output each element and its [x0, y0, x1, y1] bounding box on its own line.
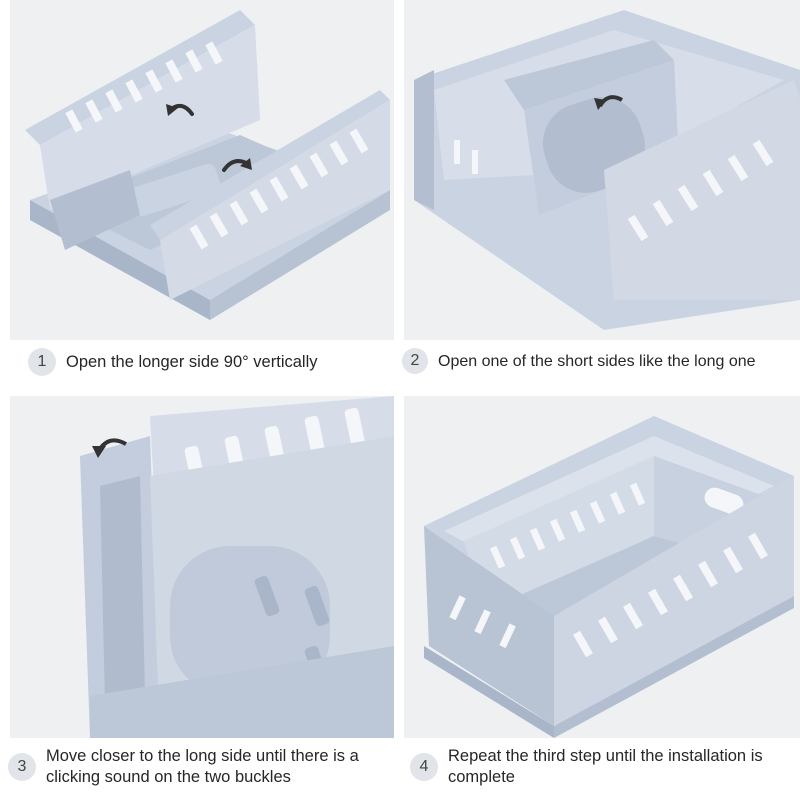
step-4-image: [404, 396, 800, 738]
step-3-image: [10, 396, 394, 738]
step-number-badge: 4: [410, 753, 438, 781]
step-2-caption: 2 Open one of the short sides like the l…: [402, 348, 800, 374]
step-number-badge: 2: [402, 348, 428, 374]
step-4-caption: 4 Repeat the third step until the instal…: [410, 746, 800, 788]
crate-short-side-opening: [404, 0, 800, 340]
step-1-image: [10, 0, 394, 340]
step-number-badge: 3: [8, 753, 36, 781]
step-text: Open one of the short sides like the lon…: [438, 352, 756, 370]
step-1-caption: 1 Open the longer side 90° vertically: [28, 348, 388, 376]
step-2-image: [404, 0, 800, 340]
step-text: Move closer to the long side until there…: [46, 747, 359, 786]
step-3-caption: 3 Move closer to the long side until the…: [8, 746, 388, 788]
crate-assembled: [404, 396, 800, 738]
step-text: Repeat the third step until the installa…: [448, 747, 763, 786]
step-number-badge: 1: [28, 348, 56, 376]
step-text: Open the longer side 90° vertically: [66, 352, 318, 371]
crate-closeup-buckle: [10, 396, 394, 738]
crate-folded-long-side-up: [10, 0, 394, 340]
